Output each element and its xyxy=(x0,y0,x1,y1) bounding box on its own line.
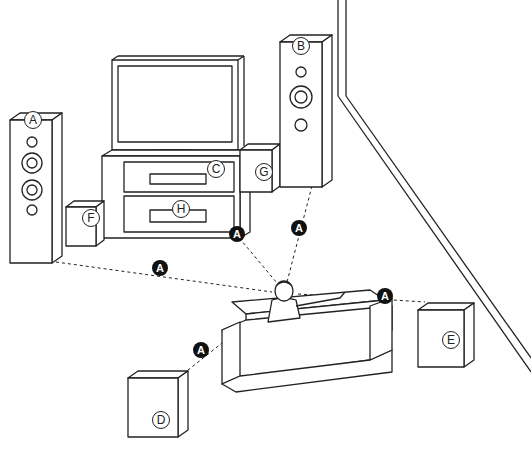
callout-letter: B xyxy=(292,37,310,55)
callout-letter: A xyxy=(193,342,209,358)
callout-letter: E xyxy=(442,331,460,349)
callout-letter: A xyxy=(24,111,42,129)
callout-letter: D xyxy=(152,411,170,429)
callout-letter: A xyxy=(291,220,307,236)
callout-letter: F xyxy=(82,209,100,227)
callout-letter: A xyxy=(229,226,245,242)
callout-letter: A xyxy=(377,288,393,304)
callout-letter: G xyxy=(255,163,273,181)
callout-letter: C xyxy=(207,160,225,178)
callout-letter: H xyxy=(172,200,190,218)
callout-letter: A xyxy=(152,260,168,276)
